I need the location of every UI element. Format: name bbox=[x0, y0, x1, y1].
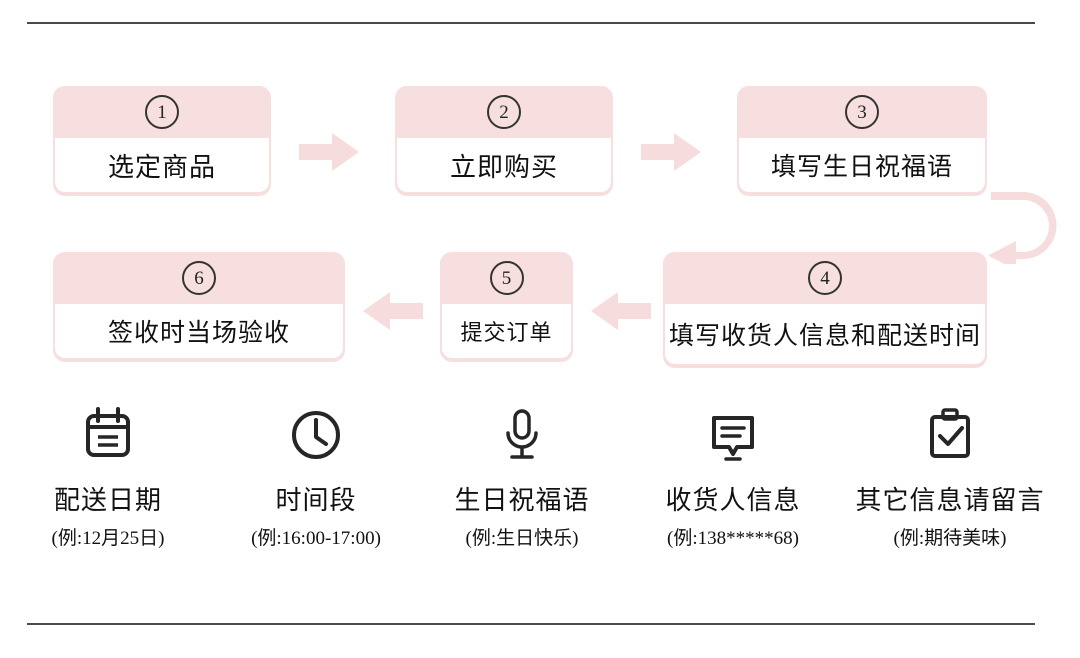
flow-step-5-label: 提交订单 bbox=[460, 320, 553, 345]
flow-step-1-label: 选定商品 bbox=[107, 152, 216, 182]
flow-step-6-header: 6 bbox=[53, 252, 345, 304]
microphone-icon bbox=[493, 398, 551, 472]
info-item-example: (例:期待美味) bbox=[893, 528, 1007, 549]
arrow-step3-to-step4 bbox=[985, 192, 1060, 270]
info-item-title: 配送日期 bbox=[53, 486, 162, 515]
flow-step-4-number: 4 bbox=[808, 261, 842, 295]
flow-step-2-label: 立即购买 bbox=[449, 152, 558, 182]
calendar-icon bbox=[79, 398, 137, 472]
info-item-time-slot: 时间段 (例:16:00-17:00) bbox=[208, 398, 424, 550]
info-item-example: (例:138*****68) bbox=[667, 528, 799, 549]
flow-step-5-body: 提交订单 bbox=[442, 304, 571, 358]
flow-step-5[interactable]: 5 提交订单 bbox=[440, 252, 573, 362]
info-item-title: 生日祝福语 bbox=[454, 486, 590, 515]
arrow-step4-to-step5 bbox=[589, 292, 651, 335]
info-item-example: (例:16:00-17:00) bbox=[251, 528, 381, 549]
flow-step-6[interactable]: 6 签收时当场验收 bbox=[53, 252, 345, 362]
arrow-step2-to-step3 bbox=[641, 133, 701, 176]
arrow-step1-to-step2 bbox=[299, 133, 359, 176]
info-item-title: 时间段 bbox=[275, 486, 357, 515]
flow-step-6-number: 6 bbox=[182, 261, 216, 295]
info-item-delivery-date: 配送日期 (例:12月25日) bbox=[0, 398, 216, 550]
info-item-recipient-info: 收货人信息 (例:138*****68) bbox=[625, 398, 841, 550]
flow-step-4-body: 填写收货人信息和配送时间 bbox=[665, 304, 985, 364]
flow-step-3[interactable]: 3 填写生日祝福语 bbox=[737, 86, 987, 196]
flow-step-4-header: 4 bbox=[663, 252, 987, 304]
flow-step-6-body: 签收时当场验收 bbox=[55, 304, 343, 358]
flow-step-4[interactable]: 4 填写收货人信息和配送时间 bbox=[663, 252, 987, 368]
bottom-divider bbox=[27, 623, 1035, 625]
flow-step-1-number: 1 bbox=[145, 95, 179, 129]
info-item-other-notes: 其它信息请留言 (例:期待美味) bbox=[842, 398, 1058, 550]
flow-step-2-header: 2 bbox=[395, 86, 613, 138]
flow-step-2-body: 立即购买 bbox=[397, 138, 611, 192]
flow-step-5-header: 5 bbox=[440, 252, 573, 304]
flow-step-6-label: 签收时当场验收 bbox=[107, 320, 290, 347]
flow-step-2[interactable]: 2 立即购买 bbox=[395, 86, 613, 196]
clock-icon bbox=[287, 398, 345, 472]
info-item-birthday-message: 生日祝福语 (例:生日快乐) bbox=[414, 398, 630, 550]
info-item-title: 收货人信息 bbox=[665, 486, 801, 515]
info-item-example: (例:12月25日) bbox=[51, 528, 165, 549]
clipboard-check-icon bbox=[921, 398, 979, 472]
info-item-example: (例:生日快乐) bbox=[465, 528, 579, 549]
flow-step-1-header: 1 bbox=[53, 86, 271, 138]
info-item-title: 其它信息请留言 bbox=[855, 486, 1045, 515]
top-divider bbox=[27, 22, 1035, 24]
flow-step-3-header: 3 bbox=[737, 86, 987, 138]
flow-step-1[interactable]: 1 选定商品 bbox=[53, 86, 271, 196]
flow-step-2-number: 2 bbox=[487, 95, 521, 129]
message-icon bbox=[704, 398, 762, 472]
flow-step-5-number: 5 bbox=[489, 261, 524, 295]
flow-step-3-body: 填写生日祝福语 bbox=[739, 138, 985, 192]
flow-step-1-body: 选定商品 bbox=[55, 138, 269, 192]
flow-step-3-label: 填写生日祝福语 bbox=[770, 154, 953, 181]
flow-step-3-number: 3 bbox=[845, 95, 879, 129]
flow-step-4-label: 填写收货人信息和配送时间 bbox=[668, 323, 981, 350]
arrow-step5-to-step6 bbox=[361, 292, 423, 335]
